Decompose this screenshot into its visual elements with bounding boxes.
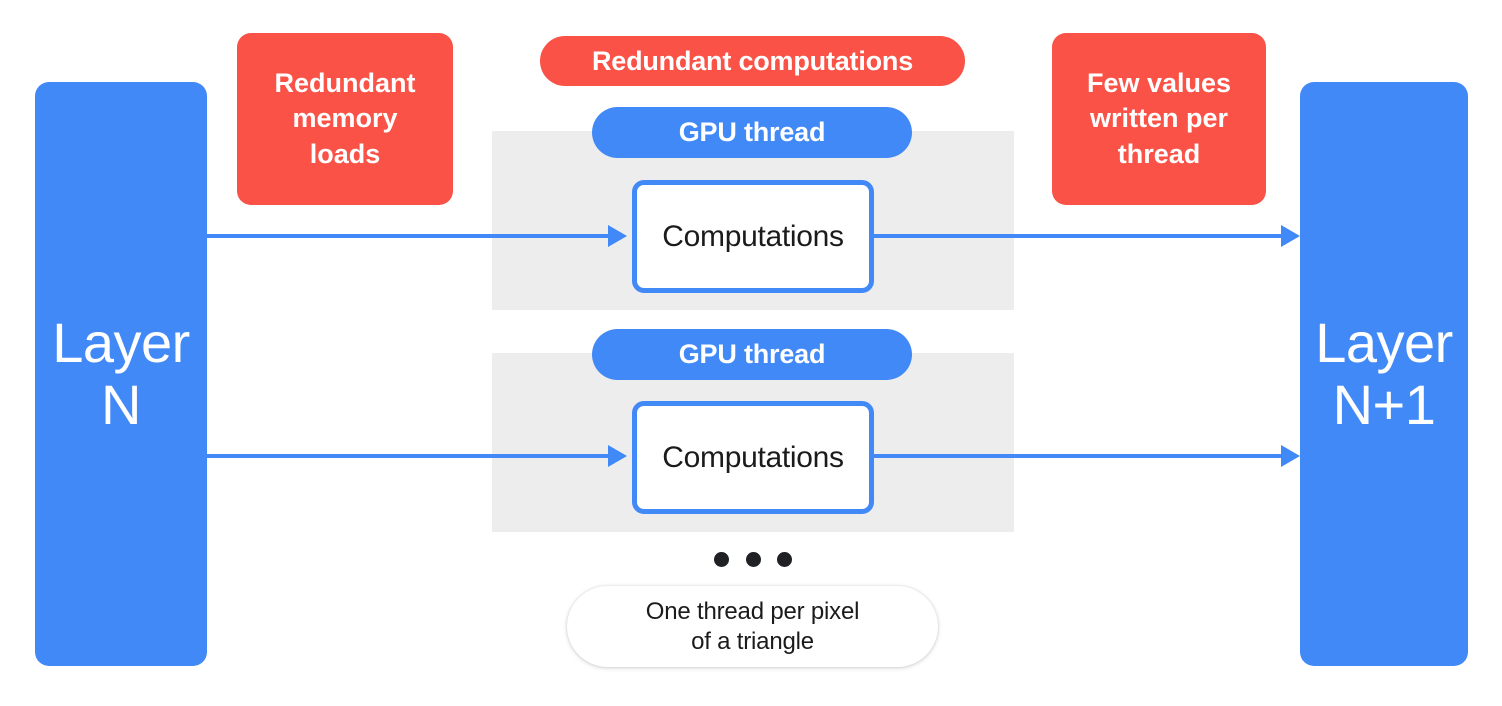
ellipsis-dots-icon — [714, 549, 792, 569]
gpu-thread-pill-1-label: GPU thread — [678, 117, 826, 147]
ellipsis-dot — [745, 551, 761, 567]
computations-box-2: Computations — [632, 401, 874, 514]
callout-redundant-memory-loads-label: Redundant memory loads — [274, 68, 416, 169]
computations-box-1-label: Computations — [662, 219, 844, 253]
arrow-thread-2-to-layer-n1 — [874, 454, 1282, 458]
layer-n-box: Layer N — [35, 82, 207, 666]
arrow-head-into-thread-1-icon — [608, 225, 627, 247]
footnote-one-thread-per-pixel: One thread per pixel of a triangle — [567, 586, 938, 667]
callout-redundant-memory-loads: Redundant memory loads — [237, 33, 453, 205]
layer-n-plus-1-box: Layer N+1 — [1300, 82, 1468, 666]
computations-box-1: Computations — [632, 180, 874, 293]
gpu-thread-pill-2: GPU thread — [592, 329, 912, 380]
arrow-head-into-thread-2-icon — [608, 445, 627, 467]
computations-box-2-label: Computations — [662, 440, 844, 474]
callout-redundant-computations: Redundant computations — [540, 36, 965, 86]
ellipsis-dot — [714, 551, 729, 567]
ellipsis-dot — [777, 551, 792, 567]
gpu-thread-pill-1: GPU thread — [592, 107, 912, 158]
arrow-thread-1-to-layer-n1 — [874, 234, 1282, 238]
arrow-head-into-layer-n1-row-2-icon — [1281, 445, 1300, 467]
layer-n-label: Layer N — [52, 311, 190, 436]
layer-n-plus-1-label: Layer N+1 — [1315, 311, 1453, 436]
arrow-layer-n-to-thread-2 — [207, 454, 611, 458]
callout-few-values-written-label: Few values written per thread — [1086, 68, 1232, 169]
arrow-head-into-layer-n1-row-1-icon — [1281, 225, 1300, 247]
footnote-one-thread-per-pixel-label: One thread per pixel of a triangle — [645, 597, 860, 655]
callout-redundant-computations-label: Redundant computations — [591, 45, 914, 76]
arrow-layer-n-to-thread-1 — [207, 234, 611, 238]
gpu-thread-pill-2-label: GPU thread — [678, 339, 826, 369]
callout-few-values-written: Few values written per thread — [1052, 33, 1266, 205]
